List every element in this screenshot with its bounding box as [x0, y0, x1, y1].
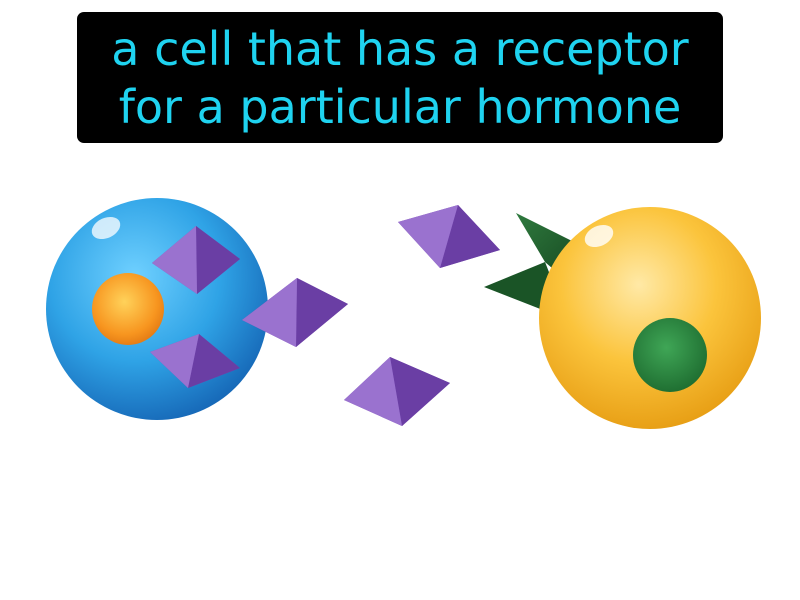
- hormone-4: [398, 205, 500, 268]
- target-cell-highlight: [584, 224, 614, 248]
- blue-cell-highlight: [91, 216, 121, 240]
- target-cell-nucleus: [633, 318, 707, 392]
- definition-caption: a cell that has a receptor for a particu…: [77, 12, 723, 143]
- caption-line-2: for a particular hormone: [118, 79, 682, 134]
- target-cell-body: [539, 207, 761, 429]
- hormone-1: [152, 226, 240, 294]
- target-cell: [539, 207, 761, 429]
- blue-cell-nucleus: [92, 273, 164, 345]
- hormone-2: [242, 278, 348, 347]
- hormone-3: [150, 334, 240, 388]
- blue-cell: [46, 198, 268, 420]
- hormone-icon: [150, 205, 500, 426]
- caption-line-1: a cell that has a receptor: [111, 21, 689, 76]
- hormone-5: [344, 357, 450, 426]
